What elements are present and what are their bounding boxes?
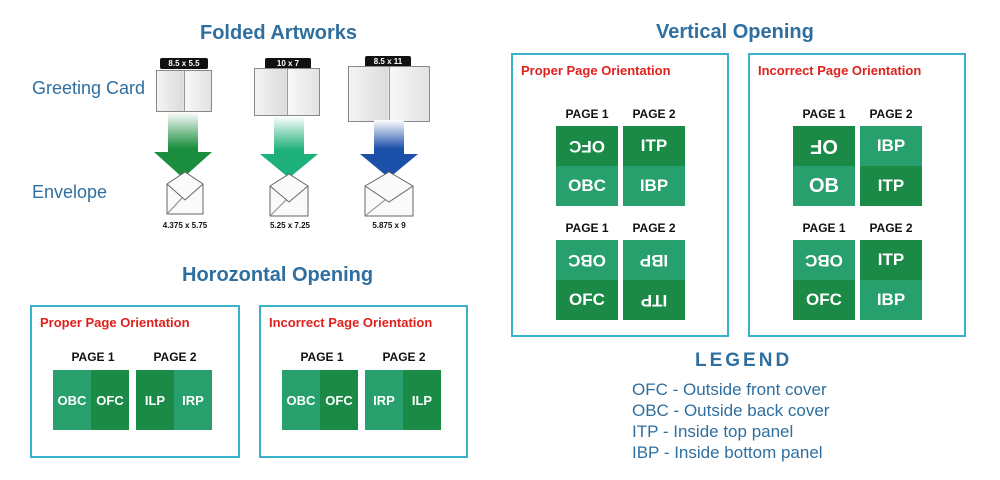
panel-ofc: OFC: [793, 280, 855, 320]
legend-item: IBP - Inside bottom panel: [632, 443, 823, 462]
panel-itp: ITP: [623, 126, 685, 166]
envelope-size-label: 4.375 x 5.75: [162, 221, 208, 230]
down-arrow-icon: [154, 112, 212, 178]
legend-item: OFC - Outside front cover: [632, 380, 827, 399]
page1-label: PAGE 1: [71, 350, 115, 364]
page1-label: PAGE 1: [565, 221, 609, 235]
greeting-card-image: [156, 70, 212, 112]
box-heading: Incorrect Page Orientation: [758, 63, 922, 78]
folded-artworks-title: Folded Artworks: [200, 22, 358, 44]
horizontal-proper-box: Proper Page Orientation PAGE 1 PAGE 2 OB…: [30, 305, 240, 458]
envelope-icon: [364, 171, 414, 217]
card-size-tag: 8.5 x 11: [365, 56, 411, 67]
down-arrow-icon: [260, 116, 318, 178]
panel-ob: OB: [793, 166, 855, 206]
panel-irp: IRP: [365, 370, 403, 430]
panel-ibp: IBP: [623, 166, 685, 206]
panel-ofc: OFC: [556, 126, 618, 166]
panel-ibp: IBP: [860, 126, 922, 166]
panel-obc: OBC: [282, 370, 320, 430]
card-size-tag: 8.5 x 5.5: [160, 58, 208, 69]
panel-ilp: ILP: [136, 370, 174, 430]
legend-item: ITP - Inside top panel: [632, 422, 794, 441]
page2-label: PAGE 2: [869, 221, 913, 235]
vertical-proper-box: Proper Page Orientation PAGE 1 PAGE 2 OF…: [511, 53, 729, 337]
panel-obc: OBC: [53, 370, 91, 430]
panel-irp: IRP: [174, 370, 212, 430]
box-heading: Proper Page Orientation: [40, 315, 190, 330]
panel-ibp: IBP: [860, 280, 922, 320]
panel-of: OF: [793, 126, 855, 166]
greeting-card-image: [348, 66, 430, 122]
greeting-card-label: Greeting Card: [32, 78, 146, 98]
page2-label: PAGE 2: [153, 350, 197, 364]
vertical-opening-title: Vertical Opening: [656, 21, 814, 43]
panel-itp: ITP: [860, 166, 922, 206]
panel-itp: ITP: [860, 240, 922, 280]
panel-obc: OBC: [793, 240, 855, 280]
panel-ofc: OFC: [91, 370, 129, 430]
page1-label: PAGE 1: [802, 221, 846, 235]
down-arrow-icon: [360, 120, 418, 178]
page2-label: PAGE 2: [632, 107, 676, 121]
envelope-icon: [269, 173, 309, 217]
panel-obc: OBC: [556, 166, 618, 206]
envelope-size-label: 5.875 x 9: [372, 221, 406, 230]
panel-itp: ITP: [623, 280, 685, 320]
envelope-label: Envelope: [32, 182, 108, 202]
panel-ofc: OFC: [320, 370, 358, 430]
page2-label: PAGE 2: [632, 221, 676, 235]
envelope-icon-wrap: [267, 172, 311, 223]
page1-label: PAGE 1: [565, 107, 609, 121]
page1-label: PAGE 1: [300, 350, 344, 364]
horizontal-opening-title: Horozontal Opening: [182, 264, 374, 286]
panel-ilp: ILP: [403, 370, 441, 430]
envelope-icon: [166, 171, 204, 215]
vertical-incorrect-box: Incorrect Page Orientation PAGE 1 PAGE 2…: [748, 53, 966, 337]
legend-title: LEGEND: [695, 350, 793, 371]
box-heading: Proper Page Orientation: [521, 63, 671, 78]
panel-ofc: OFC: [556, 280, 618, 320]
page2-label: PAGE 2: [869, 107, 913, 121]
legend-item: OBC - Outside back cover: [632, 401, 830, 420]
envelope-size-label: 5.25 x 7.25: [269, 221, 311, 230]
page1-label: PAGE 1: [802, 107, 846, 121]
card-size-tag: 10 x 7: [265, 58, 311, 69]
page2-label: PAGE 2: [382, 350, 426, 364]
greeting-card-image: [254, 68, 320, 116]
panel-obc: OBC: [556, 240, 618, 280]
panel-ibp: IBP: [623, 240, 685, 280]
box-heading: Incorrect Page Orientation: [269, 315, 433, 330]
horizontal-incorrect-box: Incorrect Page Orientation PAGE 1 PAGE 2…: [259, 305, 468, 458]
